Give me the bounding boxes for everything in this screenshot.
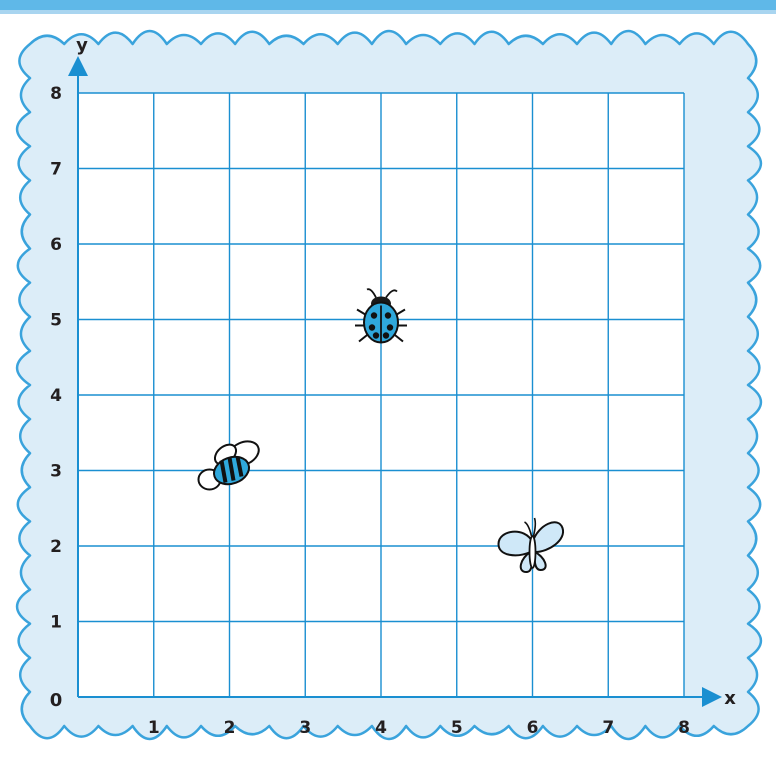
y-tick-label: 2 <box>50 537 62 557</box>
x-tick-label: 4 <box>375 718 387 738</box>
y-tick-label: 1 <box>50 613 62 633</box>
y-tick-label: 7 <box>50 160 62 180</box>
x-tick-label: 1 <box>148 718 160 738</box>
x-tick-label: 8 <box>678 718 690 738</box>
x-tick-label: 7 <box>602 718 614 738</box>
top-band <box>0 0 776 10</box>
y-tick-label: 5 <box>50 311 62 331</box>
x-tick-label: 5 <box>451 718 463 738</box>
y-axis-label: y <box>76 35 88 56</box>
top-band-edge <box>0 10 776 14</box>
y-tick-label: 6 <box>50 235 62 255</box>
y-tick-label: 4 <box>50 386 62 406</box>
x-tick-label: 3 <box>299 718 311 738</box>
x-tick-label: 2 <box>224 718 236 738</box>
y-tick-label: 8 <box>50 84 62 104</box>
origin-label: 0 <box>50 690 63 711</box>
x-axis-label: x <box>724 688 736 709</box>
y-tick-label: 3 <box>50 462 62 482</box>
x-tick-label: 6 <box>527 718 539 738</box>
